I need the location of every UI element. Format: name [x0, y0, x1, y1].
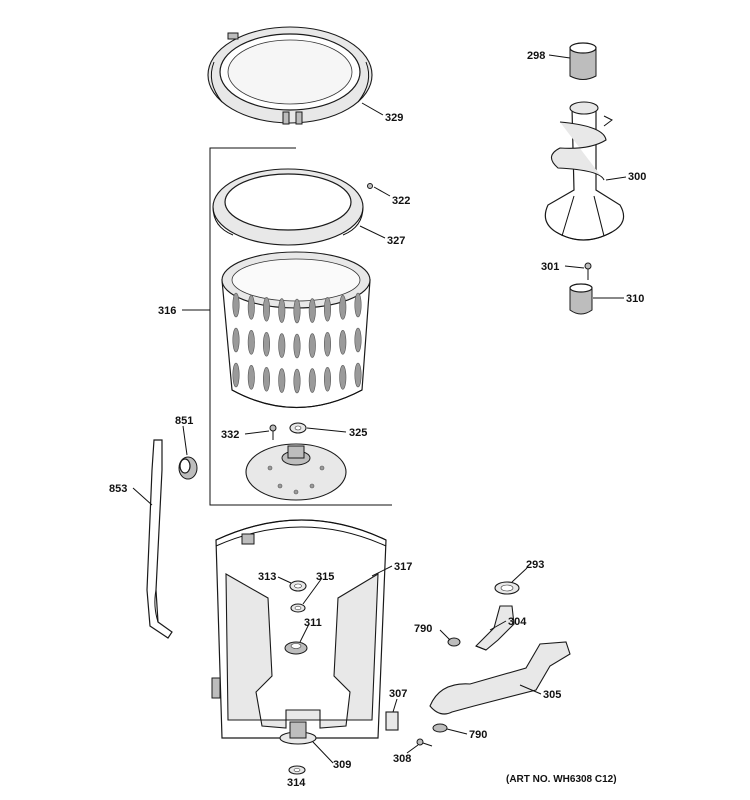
part-label-325: 325 — [349, 427, 367, 439]
agitator-cap-298 — [569, 42, 597, 80]
knob-851 — [178, 456, 198, 480]
basket-perforation — [278, 333, 286, 358]
basket-perforation — [232, 327, 240, 353]
seal-315 — [290, 603, 306, 613]
part-label-327: 327 — [387, 235, 405, 247]
part-label-307: 307 — [389, 688, 407, 700]
basket-perforation — [262, 296, 270, 322]
hub-309 — [279, 721, 317, 745]
part-label-305: 305 — [543, 689, 561, 701]
agitator-300 — [544, 101, 625, 241]
part-label-329: 329 — [385, 112, 403, 124]
basket-perforation — [293, 298, 301, 324]
basket-perforation — [339, 294, 347, 320]
part-label-316: 316 — [158, 305, 176, 317]
basket-perforation — [293, 368, 301, 394]
washer-314 — [288, 765, 306, 775]
part-label-309: 309 — [333, 759, 351, 771]
basket-perforation — [354, 362, 362, 388]
basket-perforation — [232, 292, 240, 318]
basket-perforations — [232, 292, 362, 394]
basket-perforation — [354, 327, 362, 353]
part-label-790b: 790 — [469, 729, 487, 741]
basket-perforation — [278, 298, 286, 323]
basket-perforation — [323, 296, 331, 322]
tub-cover-part — [207, 26, 373, 125]
basket-perforation — [354, 292, 362, 318]
leader-lines — [132, 54, 627, 764]
part-label-310: 310 — [626, 293, 644, 305]
balance-ring-part — [212, 168, 373, 246]
basket-perforation — [232, 362, 240, 388]
clip-790a — [447, 637, 461, 647]
part-label-298: 298 — [527, 50, 545, 62]
assembly-bracket-316 — [209, 147, 392, 506]
clip-790b — [432, 723, 448, 733]
basket-perforation — [308, 333, 316, 358]
part-label-300: 300 — [628, 171, 646, 183]
screw-301 — [584, 262, 592, 280]
part-label-313: 313 — [258, 571, 276, 583]
part-label-314: 314 — [287, 777, 306, 789]
basket-perforation — [278, 368, 286, 393]
part-labels: 298 329 300 322 327 316 301 310 851 332 … — [109, 50, 646, 789]
part-label-851: 851 — [175, 415, 193, 427]
part-label-308: 308 — [393, 753, 411, 765]
part-label-304: 304 — [508, 616, 527, 628]
basket-perforation — [247, 364, 255, 390]
basket-perforation — [308, 298, 316, 323]
hose-304 — [475, 605, 515, 651]
wash-basket-part — [221, 251, 371, 409]
seal-313 — [289, 580, 307, 592]
outer-tub-317 — [211, 519, 387, 739]
clamp-293 — [494, 581, 520, 595]
nut-325-part — [289, 422, 307, 434]
bracket-307 — [385, 711, 399, 731]
screw-332-part — [269, 424, 277, 440]
basket-perforation — [247, 294, 255, 320]
basket-hub-part — [245, 443, 347, 501]
basket-perforation — [262, 366, 270, 392]
basket-perforation — [339, 364, 347, 390]
basket-perforation — [293, 333, 301, 359]
basket-perforation — [323, 366, 331, 392]
part-label-311: 311 — [304, 617, 322, 629]
basket-perforation — [323, 331, 331, 357]
part-label-293: 293 — [526, 559, 544, 571]
basket-perforation — [308, 368, 316, 393]
part-label-315: 315 — [316, 571, 334, 583]
art-number-label: (ART NO. WH6308 C12) — [506, 774, 617, 785]
basket-perforation — [247, 329, 255, 355]
hose-305 — [429, 641, 571, 715]
part-label-301: 301 — [541, 261, 559, 273]
part-label-853: 853 — [109, 483, 127, 495]
part-label-317: 317 — [394, 561, 412, 573]
screw-308 — [416, 738, 433, 747]
part-label-322: 322 — [392, 195, 410, 207]
pump-handle-853 — [146, 439, 173, 639]
basket-perforation — [262, 331, 270, 357]
bearing-311 — [284, 641, 308, 655]
cap-310 — [569, 283, 593, 315]
basket-perforation — [339, 329, 347, 355]
part-label-790a: 790 — [414, 623, 432, 635]
part-label-332: 332 — [221, 429, 239, 441]
